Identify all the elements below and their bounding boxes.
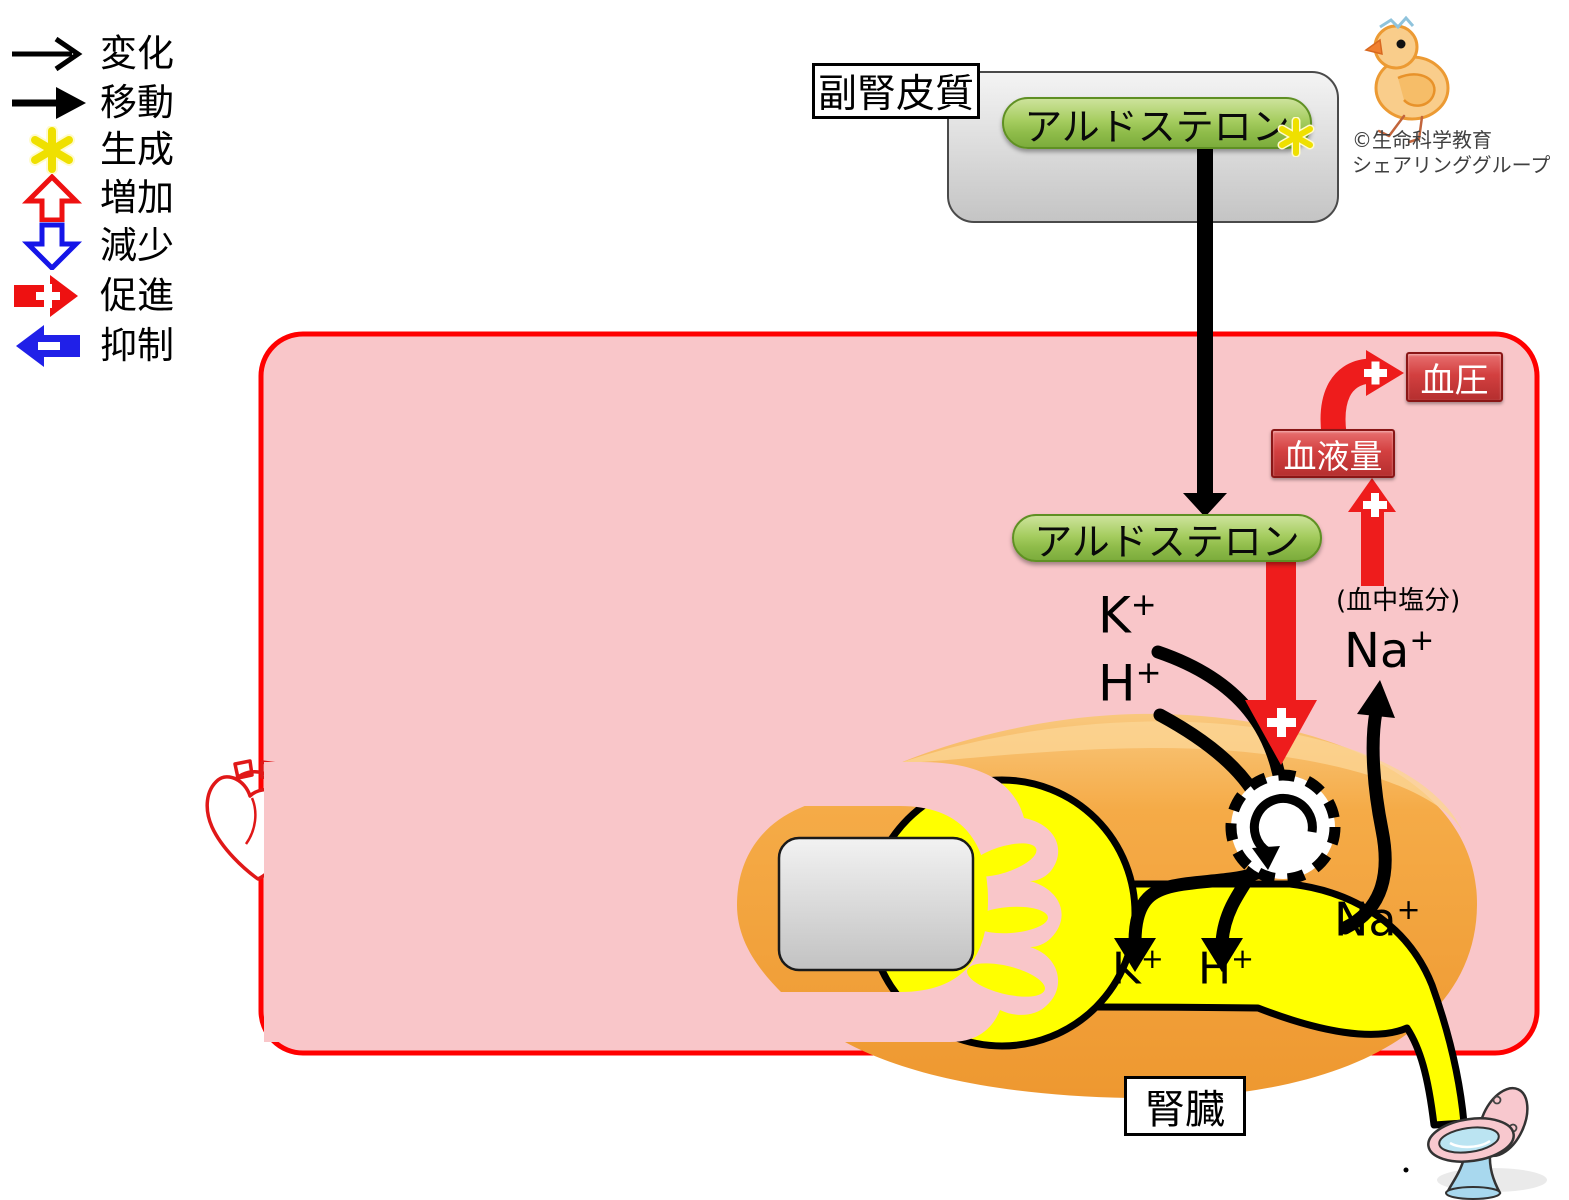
- cycle-arrow: [1249, 793, 1317, 856]
- k-ion-urine: K+: [1112, 943, 1164, 995]
- legend-label-inhibition: 抑制: [100, 324, 174, 367]
- chick-illustration: [1364, 15, 1450, 144]
- blank-label-box: [777, 836, 975, 972]
- aldosterone-pill-adrenal: アルドステロン: [1002, 97, 1312, 149]
- na-ion-blood: Na+: [1344, 623, 1435, 679]
- legend-label-decrease: 減少: [100, 224, 174, 267]
- blood-vessel-hand: [264, 762, 1062, 1042]
- credit-line1: ©生命科学教育: [1352, 128, 1492, 152]
- na-ion-tubule: Na+: [1334, 892, 1421, 947]
- h-ion-urine: H+: [1198, 943, 1254, 995]
- credit-text: ©生命科学教育 シェアリンググループ: [1352, 128, 1550, 178]
- aldosterone-move-arrow: [1183, 145, 1227, 517]
- adrenal-cortex-label: 副腎皮質: [812, 63, 980, 119]
- generation-asterisk-icon: [29, 126, 75, 174]
- kidney-label: 腎臓: [1124, 1076, 1246, 1136]
- legend-label-change: 変化: [100, 32, 174, 75]
- promotion-arrow-icon: [14, 275, 78, 317]
- glomerulus-gaps: [967, 843, 1048, 997]
- ion-arrowheads: [1114, 680, 1395, 972]
- transporter: [1225, 769, 1341, 885]
- promote-arrow-volume-to-pressure: [1320, 350, 1404, 436]
- h-out-curve: [1215, 861, 1262, 949]
- k-ion-blood: K+: [1098, 586, 1157, 645]
- change-arrow-icon: [12, 36, 83, 72]
- plus-sign: [1364, 361, 1387, 385]
- decrease-arrow-icon: [21, 222, 83, 270]
- legend-label-movement: 移動: [100, 81, 174, 124]
- movement-arrow-icon: [12, 87, 86, 119]
- aldosterone-label: アルドステロン: [1024, 104, 1290, 149]
- promote-arrow-salt-to-volume: [1348, 478, 1396, 586]
- salt-note-label: (血中塩分): [1336, 586, 1461, 616]
- h-ion-blood: H+: [1098, 654, 1162, 713]
- toilet-icon: [1403, 1086, 1547, 1200]
- blood-pressure-box: 血圧: [1406, 352, 1503, 402]
- inhibition-arrow-icon: [16, 325, 80, 367]
- legend-label-increase: 増加: [100, 176, 174, 219]
- na-out-curve: [1338, 705, 1392, 935]
- plus-sign: [1267, 708, 1296, 737]
- legend-label-promotion: 促進: [100, 274, 174, 317]
- credit-line2: シェアリンググループ: [1352, 153, 1551, 177]
- generation-asterisk-icon: [1277, 117, 1315, 157]
- plus-sign: [1363, 493, 1387, 517]
- promote-arrow-aldosterone-to-transporter: [1245, 562, 1317, 765]
- small-dot: [1403, 1167, 1409, 1173]
- legend-label-generation: 生成: [100, 128, 174, 171]
- aldosterone-label: アルドステロン: [1034, 519, 1300, 564]
- increase-arrow-icon: [21, 174, 83, 222]
- blood-volume-box: 血液量: [1271, 429, 1395, 478]
- aldosterone-pill-blood: アルドステロン: [1012, 514, 1322, 564]
